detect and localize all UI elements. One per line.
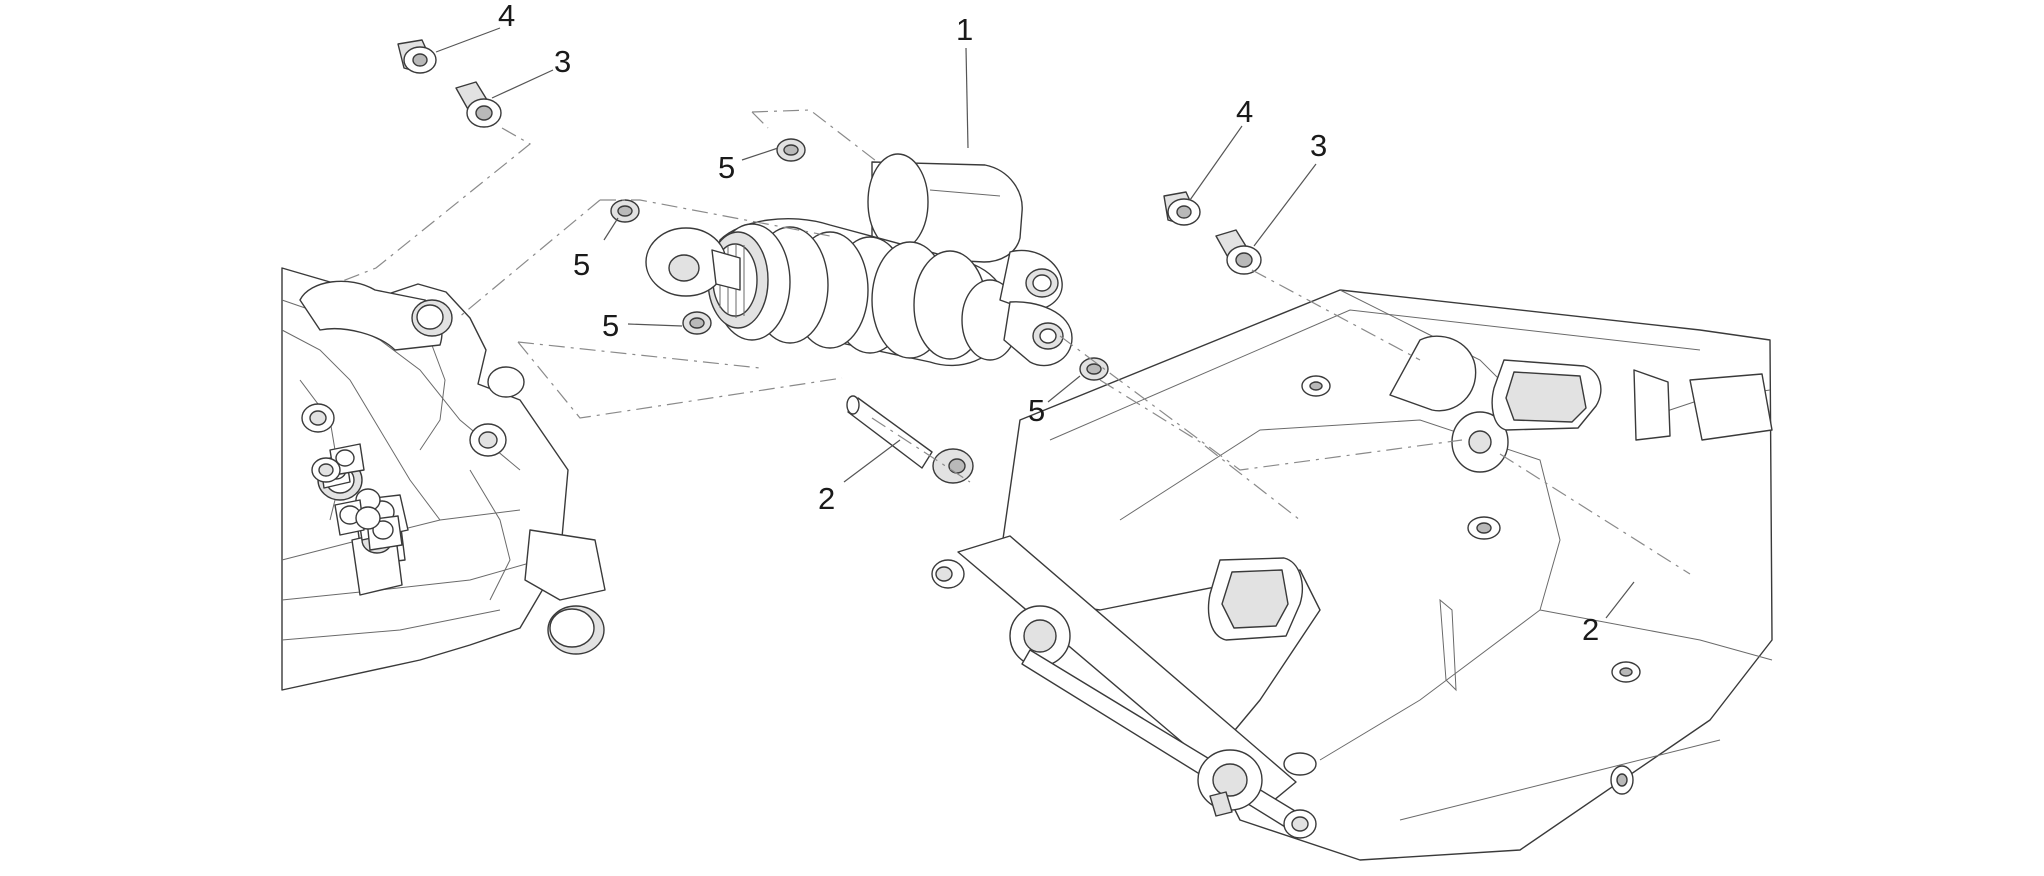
left-frame-section: [281, 267, 606, 691]
washer-left-lower: [682, 311, 712, 335]
callout-shock-absorber: 1: [956, 12, 973, 47]
callout-cap-left: 4: [498, 0, 515, 33]
callout-cap-right: 4: [1236, 94, 1253, 129]
swingarm: [931, 289, 1773, 861]
leader-lines: [435, 27, 1635, 619]
bushing-left: [455, 81, 502, 128]
bushing-right: [1215, 229, 1262, 275]
cap-right: [1163, 191, 1201, 226]
washer-left-upper: [610, 199, 640, 223]
callout-labels: 1 4 3 5 5 5 5 2 4 3 2: [498, 0, 1599, 647]
washer-right: [1079, 357, 1109, 381]
assembly-lines: [339, 109, 1691, 575]
callout-bushing-right: 3: [1310, 128, 1327, 163]
cap-left: [397, 39, 437, 74]
callout-washer-right: 5: [1028, 393, 1045, 428]
shock-absorber: [645, 153, 1073, 367]
washer-top: [776, 138, 806, 162]
callout-washer-left-lower: 5: [602, 308, 619, 343]
callout-washer-left-upper: 5: [573, 247, 590, 282]
callout-bushing-left: 3: [554, 44, 571, 79]
callout-washer-top: 5: [718, 150, 735, 185]
screw-left: [846, 395, 974, 484]
callout-screw-left: 2: [818, 481, 835, 516]
callout-screw-right: 2: [1582, 612, 1599, 647]
